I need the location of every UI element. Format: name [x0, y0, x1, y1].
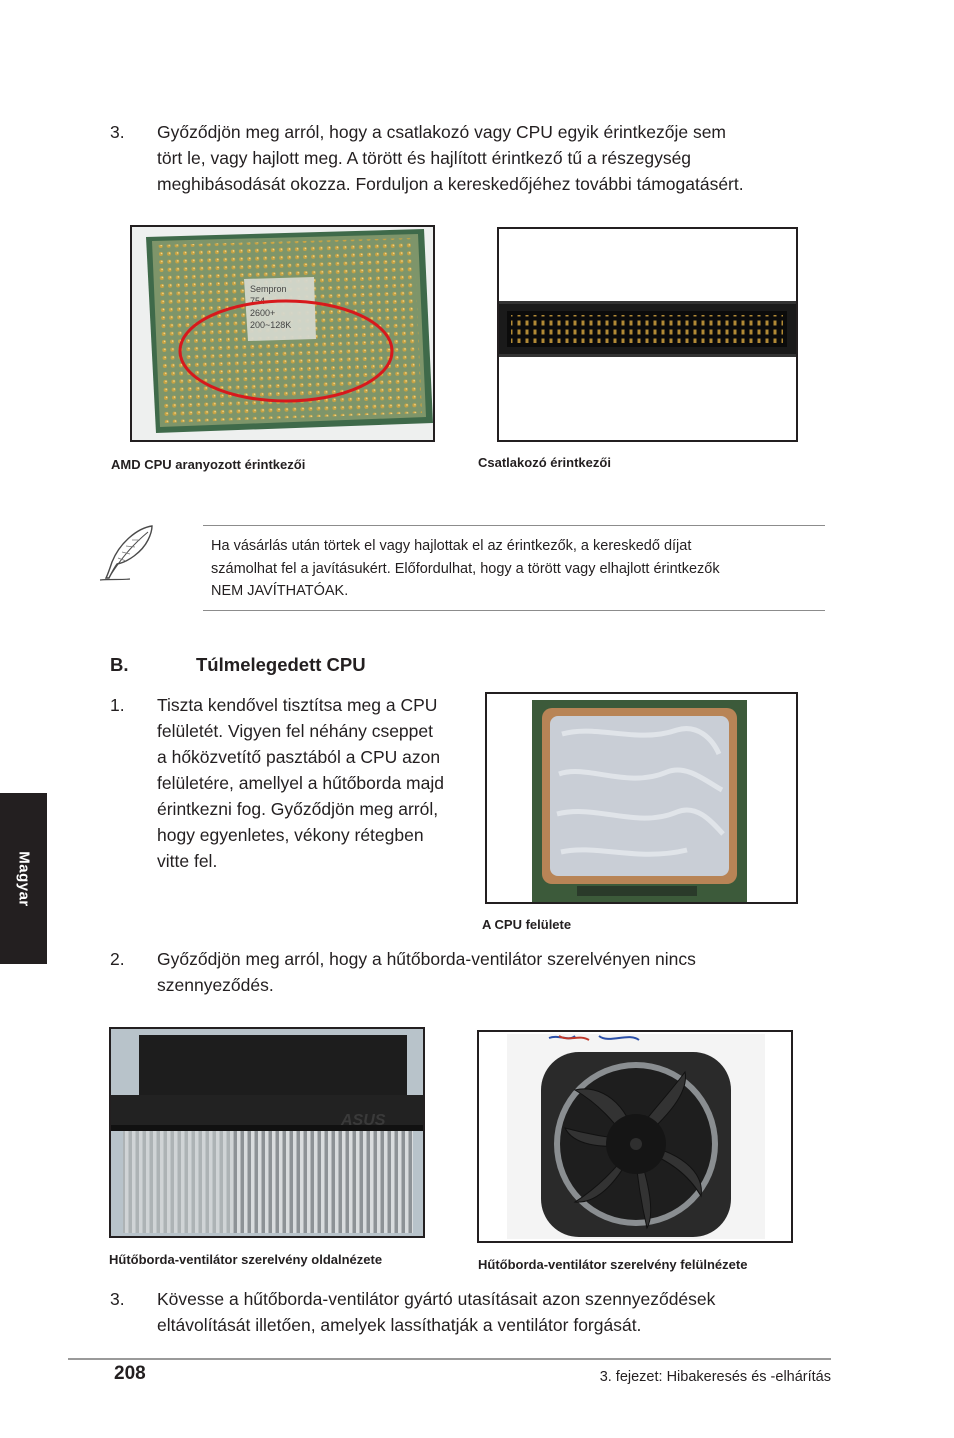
asus-logo: ASUS — [340, 1112, 386, 1129]
step-number: 1. — [110, 695, 125, 715]
photo4-caption: Hűtőborda-ventilátor szerelvény oldalnéz… — [109, 1252, 383, 1267]
language-label: Magyar — [15, 850, 32, 907]
step-text: Tiszta kendővel tisztítsa meg a CPU felü… — [157, 695, 444, 871]
socket-pins-photo — [497, 227, 798, 442]
language-side-tab: Magyar — [0, 793, 47, 964]
cpu-surface-photo — [485, 692, 798, 904]
chip-label-line: 2600+ — [250, 308, 275, 318]
section-b-heading: B. Túlmelegedett CPU — [110, 654, 366, 676]
photo3-caption: A CPU felülete — [482, 917, 572, 932]
step-number: 3. — [110, 1289, 125, 1309]
chapter-title: 3. fejezet: Hibakeresés és -elhárítás — [599, 1369, 831, 1385]
chip-label-line: 200~128K — [250, 320, 291, 330]
socket-pins-image — [499, 301, 796, 357]
cpu-surface-image — [532, 700, 747, 902]
step-text: Kövesse a hűtőborda-ventilátor gyártó ut… — [157, 1289, 716, 1335]
quill-pen-icon — [99, 525, 153, 581]
note-top-rule — [203, 525, 825, 526]
heatsink-top-image — [507, 1034, 765, 1239]
page-number: 208 — [114, 1363, 146, 1384]
note-text: Ha vásárlás után törtek el vagy hajlotta… — [211, 538, 720, 599]
section-letter: B. — [110, 654, 129, 675]
note-bottom-rule — [203, 610, 825, 611]
note-quill-icon — [98, 522, 158, 584]
section-title: Túlmelegedett CPU — [196, 654, 366, 675]
photo5-caption: Hűtőborda-ventilátor szerelvény felülnéz… — [478, 1257, 748, 1272]
highlight-circle — [178, 299, 394, 403]
step-text: Győződjön meg arról, hogy a csatlakozó v… — [157, 122, 744, 194]
chip-label-line: 754 — [250, 296, 265, 306]
photo1-caption: AMD CPU aranyozott érintkezői — [111, 457, 306, 472]
photo2-caption: Csatlakozó érintkezői — [478, 455, 611, 470]
heatsink-side-image: ASUS — [111, 1029, 423, 1236]
amd-cpu-pins-image: Sempron 754 2600+ 200~128K — [146, 229, 433, 433]
step-text: Győződjön meg arról, hogy a hűtőborda-ve… — [157, 949, 696, 995]
step-a3: 3. Győződjön meg arról, hogy a csatlakoz… — [110, 119, 830, 199]
step-number: 2. — [110, 949, 125, 969]
footer-rule — [68, 1358, 831, 1360]
heatsink-top-photo — [477, 1030, 793, 1243]
amd-cpu-pins-photo: Sempron 754 2600+ 200~128K — [130, 225, 435, 442]
chip-label-line: Sempron — [250, 284, 287, 294]
step-number: 3. — [110, 122, 125, 142]
heatsink-side-photo: ASUS — [109, 1027, 425, 1238]
